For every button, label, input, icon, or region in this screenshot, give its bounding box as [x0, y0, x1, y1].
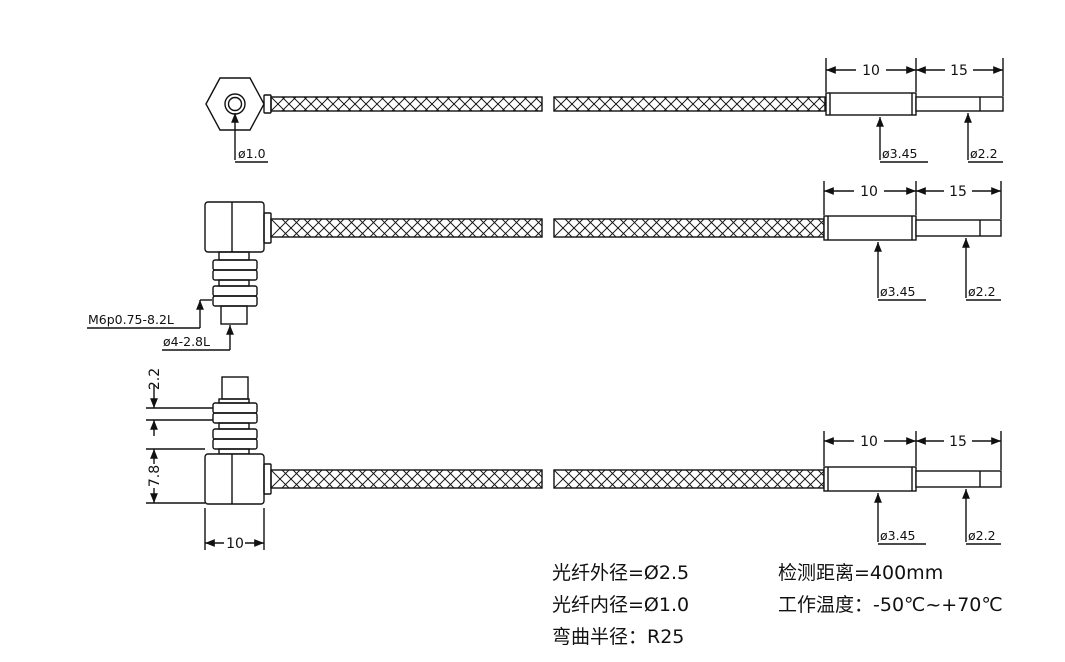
metal-sleeve — [825, 92, 917, 116]
metal-sleeve — [823, 215, 917, 241]
dim-core-diameter: ø1.0 — [238, 146, 266, 161]
cable-right-segment — [553, 469, 825, 489]
threaded-body — [212, 251, 258, 325]
dim-tip-diameter: ø2.2 — [968, 284, 996, 299]
dim-length-15: 15 — [950, 63, 968, 79]
probe-1 — [205, 58, 1004, 163]
dim-tip-diameter: ø2.2 — [968, 528, 996, 543]
probe-3 — [146, 376, 1002, 550]
dim-height-7-8: 7.8 — [147, 465, 163, 487]
dim-sleeve-diameter: ø3.45 — [880, 528, 915, 543]
spec-operating-temperature: 工作温度：-50℃~+70℃ — [778, 594, 1003, 616]
spec-column-right: 检测距离=400mm 工作温度：-50℃~+70℃ — [778, 557, 1003, 621]
dim-length-15: 15 — [949, 184, 967, 200]
cable-collar — [263, 212, 272, 244]
spec-detection-distance: 检测距离=400mm — [778, 562, 944, 584]
cable-right-segment — [553, 218, 825, 238]
cable-left-segment — [270, 469, 543, 489]
dim-shaft-spec: ø4-2.8L — [163, 334, 210, 349]
cable-collar — [263, 463, 272, 495]
right-angle-head — [204, 453, 265, 505]
spec-column-left: 光纤外径=Ø2.5 光纤内径=Ø1.0 弯曲半径：R25 — [552, 557, 689, 653]
dim-tip-diameter: ø2.2 — [970, 146, 998, 161]
dim-length-10: 10 — [862, 63, 880, 79]
dim-length-10: 10 — [860, 184, 878, 200]
fiber-tip — [915, 96, 1004, 112]
dim-thread-spec: M6p0.75-8.2L — [88, 312, 174, 327]
right-angle-head — [204, 201, 265, 253]
cable-right-segment — [553, 96, 826, 112]
dim-sleeve-diameter: ø3.45 — [880, 284, 915, 299]
dim-length-15: 15 — [949, 434, 967, 450]
metal-sleeve — [823, 466, 917, 492]
spec-inner-diameter: 光纤内径=Ø1.0 — [552, 594, 690, 616]
probe-2 — [87, 181, 1002, 351]
threaded-body — [212, 376, 258, 455]
dim-height-2-2: 2.2 — [147, 368, 163, 390]
dim-sleeve-diameter: ø3.45 — [882, 146, 917, 161]
spec-outer-diameter: 光纤外径=Ø2.5 — [552, 562, 690, 584]
cable-collar — [263, 94, 272, 114]
fiber-tip — [915, 470, 1002, 488]
fiber-tip — [915, 219, 1002, 237]
cable-left-segment — [270, 218, 543, 238]
dim-width-10: 10 — [226, 536, 244, 552]
dim-length-10: 10 — [860, 434, 878, 450]
cable-left-segment — [270, 96, 543, 112]
spec-bend-radius: 弯曲半径：R25 — [552, 626, 685, 648]
